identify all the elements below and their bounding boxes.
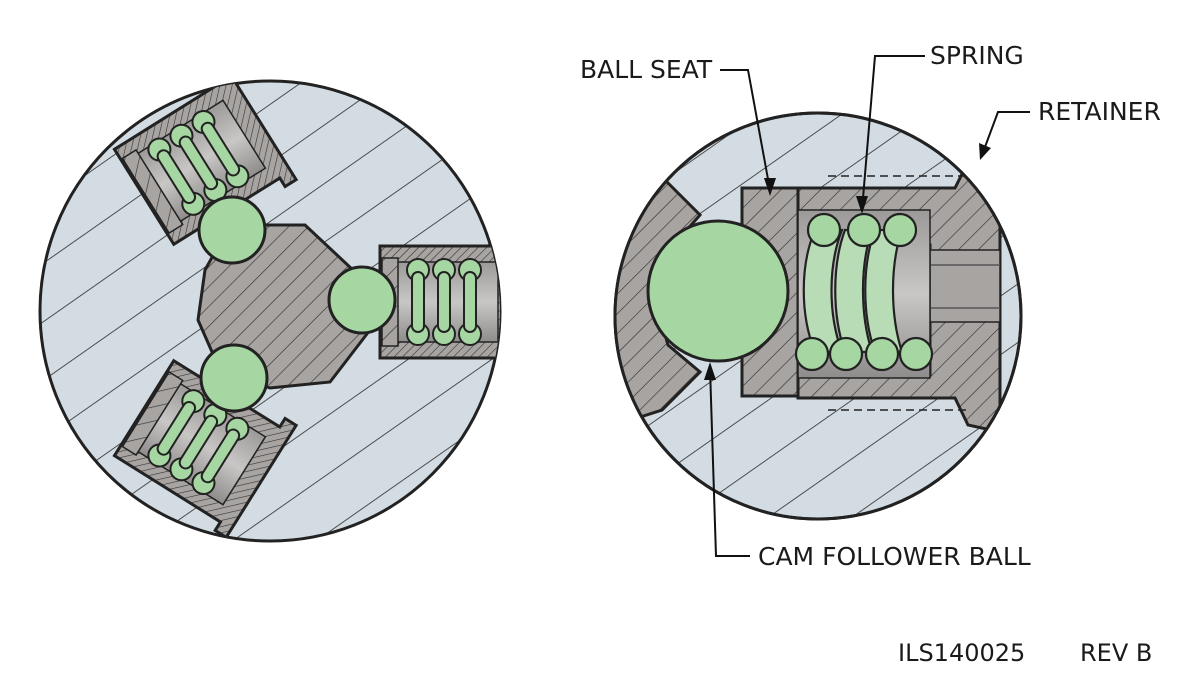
label-cam-follower-ball: CAM FOLLOWER BALL <box>704 362 1031 571</box>
left-assembly-view <box>38 79 502 543</box>
svg-text:RETAINER: RETAINER <box>1038 97 1161 126</box>
drawing-number: ILS140025 <box>898 639 1025 667</box>
label-spring: SPRING <box>856 41 1024 214</box>
svg-text:CAM FOLLOWER BALL: CAM FOLLOWER BALL <box>758 542 1031 571</box>
spring-part <box>794 212 934 372</box>
svg-text:BALL SEAT: BALL SEAT <box>580 55 713 84</box>
revision: REV B <box>1080 639 1152 667</box>
cam-follower-ball-part <box>646 219 790 363</box>
right-detail-view <box>613 111 1023 521</box>
label-ball-seat: BALL SEAT <box>580 55 776 196</box>
left-ball-upper <box>197 195 267 265</box>
svg-text:SPRING: SPRING <box>930 41 1024 70</box>
left-ball-right <box>327 265 397 335</box>
left-ball-lower <box>199 343 269 413</box>
retainer-bore <box>929 249 1001 323</box>
label-retainer: RETAINER <box>979 97 1161 160</box>
